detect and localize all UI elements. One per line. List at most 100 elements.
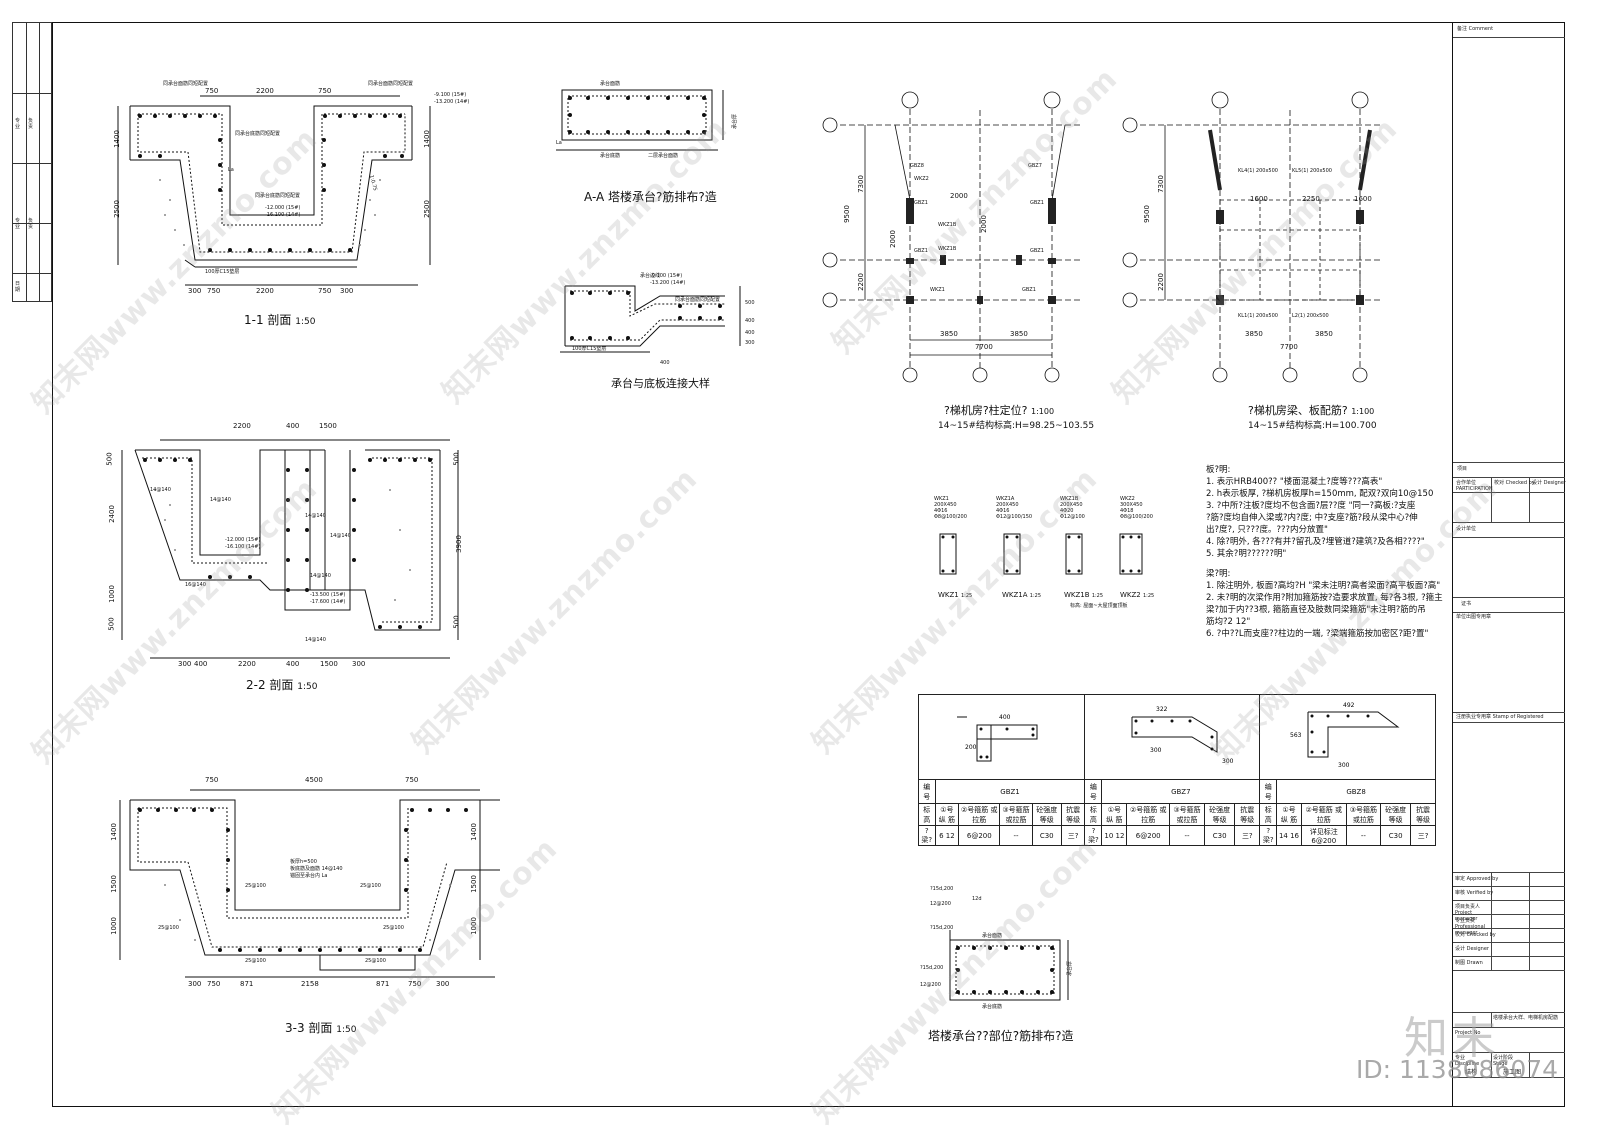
gbz-sub-3-1: 标 高 [1259, 803, 1278, 826]
tb-signoff-6: 设计 Designer [1455, 946, 1489, 952]
column-wkz1b: WKZ1B 200X450 4Φ20 Φ12@100 [1060, 496, 1085, 520]
tb-signoff-7: 制图 Drawn [1455, 960, 1483, 966]
plan1-col-8: GBZ1 [1030, 200, 1044, 206]
plan2-beam-4: L2(1) 200x500 [1292, 313, 1329, 319]
gbz7-r-1: ?梁? [1084, 825, 1103, 846]
plan2-subtitle: 14~15#结构标高:H=100.700 [1248, 421, 1377, 431]
plan1-col-3: GBZ1 [914, 200, 928, 206]
s33-dim-bot-5: 871 [376, 980, 390, 988]
plan1-col-10: GBZ1 [1022, 287, 1036, 293]
drawing-frame [52, 22, 1565, 1107]
aa-title: A-A 塔楼承台?筋排布?造 [584, 190, 717, 204]
s11-elev-mid2: -16.100 (14#) [265, 212, 301, 218]
s33-title: 3-3 剖面 1:50 [285, 1021, 357, 1035]
tb-project: 项目 [1457, 466, 1468, 472]
plan2-dim-5: 3850 [1315, 330, 1333, 338]
s33-dim-left-2: 1500 [109, 875, 118, 893]
s33-note-1: 板厚h=500 [290, 859, 317, 865]
tb-design-unit: 设计单位 [1456, 526, 1477, 532]
tb-stage-val: 施工图 [1503, 1069, 1522, 1076]
tower-left2: 12@200 [920, 982, 941, 988]
notes-board-3: 3. ?中所?注板?度均不包含面?层??度 "同一?高板:?支座 [1206, 501, 1416, 511]
plan1-col-4: WKZ1B [938, 222, 957, 228]
plan1-dim-4: 2000 [950, 192, 968, 200]
right-title-block: 备注 Comment 项目 合作单位 PARTICIPATION 校对 Chec… [1452, 22, 1566, 1107]
s33-bar-2: 25@100 [360, 883, 381, 889]
s22-bar-2: 14@140 [210, 497, 231, 503]
plan2-beam-1: KL4(1) 200x500 [1238, 168, 1278, 174]
notes-board-7: 5. 其余?明??????明" [1206, 549, 1287, 559]
gbz7-r-5: C30 [1204, 825, 1236, 846]
plan2-dim-8: 9500 [1142, 205, 1151, 223]
plan1-dim-7: 7300 [856, 175, 865, 193]
s22-dim-bot-4: 400 [286, 660, 300, 668]
gbz1-r-3: 6@200 [958, 825, 1001, 846]
gbz-hdr-2: 编 号 [1084, 779, 1103, 804]
aa-top-label: 承台面筋 [600, 81, 621, 87]
ltb-cell-1: 专业 [15, 118, 21, 130]
conn-elev1: -9.100 (15#) [650, 273, 683, 279]
s11-rebar-note-1: 同承台面筋同短配置 [163, 81, 209, 87]
tower-mid2: ?15d,200 [930, 925, 954, 931]
col2-caption: WKZ1A 1:25 [1002, 591, 1042, 599]
plan1-col-11: WKZ2 [914, 176, 929, 182]
gbz8-r-4: -- [1345, 825, 1382, 846]
tb-drawing-title: 塔楼承台大样、电梯机房配筋 [1493, 1015, 1559, 1021]
gbz-group-3: GBZ8 [1276, 779, 1436, 804]
s22-bar-7: 14@140 [305, 637, 326, 643]
tb-designer: 设计 Designer [1532, 480, 1566, 486]
s11-title: 1-1 剖面 1:50 [244, 313, 316, 327]
tb-signoff-3: 项目负责人 Project manager [1455, 904, 1481, 922]
column-sections: WKZ1 200X450 4Φ16 Φ8@100/200 WKZ1A 200X4… [920, 496, 1160, 616]
s22-title: 2-2 剖面 1:50 [246, 678, 318, 692]
col3-bars: 4Φ20 [1060, 508, 1074, 514]
tb-cert-sub: 单位出图专用章 [1456, 614, 1492, 620]
gbz-group-2: GBZ7 [1101, 779, 1261, 804]
section-2-2-drawing [121, 439, 459, 659]
ltb-cell-2: 负责 [28, 118, 34, 130]
gbz-sub-3-4: ③号箍筋 或拉筋 [1345, 803, 1382, 826]
s11-dim-right-2: 2500 [422, 200, 431, 218]
gbz7-dim-1: 322 [1156, 706, 1168, 713]
plan1-col-1: GBZ8 [910, 163, 924, 169]
plan1-dim-2: 3850 [1010, 330, 1028, 338]
col2-name: WKZ1A [996, 496, 1015, 502]
tb-discipline-val: 结构 [1465, 1069, 1478, 1076]
gbz-hdr-3: 编 号 [1259, 779, 1278, 804]
s22-dim-top-1: 2200 [233, 422, 251, 430]
s33-bar-6: 25@100 [365, 958, 386, 964]
plan2-dim-3: 1600 [1354, 195, 1372, 203]
tb-project-no: Project No [1455, 1030, 1481, 1036]
gbz-sub-2-5: 砼强度 等级 [1204, 803, 1236, 826]
tower-top-label: 承台面筋 [982, 933, 1003, 939]
notes-beam-3: 梁?加于内??3根, 箍筋直径及肢数同梁箍筋"未注明?筋的吊 [1206, 605, 1426, 615]
gbz-sub-1-4: ③号箍筋 或拉筋 [999, 803, 1033, 826]
gbz-sub-2-4: ③号箍筋 或拉筋 [1168, 803, 1206, 826]
notes-board-1: 1. 表示HRB400?? "楼面混凝土?度等???高表" [1206, 477, 1383, 487]
tower-top2: 12@200 [930, 901, 951, 907]
column-wkz1a: WKZ1A 200X450 4Φ16 Φ12@100/150 [996, 496, 1032, 520]
col3-stir: Φ12@100 [1060, 514, 1085, 520]
section-1-1-drawing [117, 95, 431, 286]
plan2-dim-2: 2250 [1302, 195, 1320, 203]
s11-dim-bot-3: 2200 [256, 287, 274, 295]
s33-dim-bot-6: 750 [408, 980, 422, 988]
plan2-drawing [1122, 91, 1380, 383]
s33-dim-bot-7: 300 [436, 980, 450, 988]
gbz-sub-2-6: 抗震 等级 [1234, 803, 1261, 826]
tb-contractor: 合作单位 [1456, 480, 1477, 486]
s11-rebar-note-3: 同承台底筋同短配置 [235, 131, 281, 137]
gbz-sub-3-6: 抗震 等级 [1410, 803, 1436, 826]
s22-bar-6: 16@140 [185, 582, 206, 588]
brand-logo: 知末 [1404, 1013, 1500, 1064]
col1-stir: Φ8@100/200 [934, 514, 967, 520]
s11-dim-top-3: 750 [318, 87, 332, 95]
s22-dim-bot-1: 300 [178, 660, 192, 668]
tb-stamp: 注册执业专用章 Stamp of Registered [1456, 714, 1544, 720]
s33-dim-top-3: 750 [405, 776, 419, 784]
col4-caption: WKZ2 1:25 [1120, 591, 1155, 599]
plan2-dim-7: 7300 [1156, 175, 1165, 193]
gbz7-drawing: 322 300 300 [1131, 706, 1234, 765]
s33-note-3: 锚固至承台内 La [290, 873, 328, 879]
gbz8-r-2: 14 16 [1276, 825, 1302, 846]
